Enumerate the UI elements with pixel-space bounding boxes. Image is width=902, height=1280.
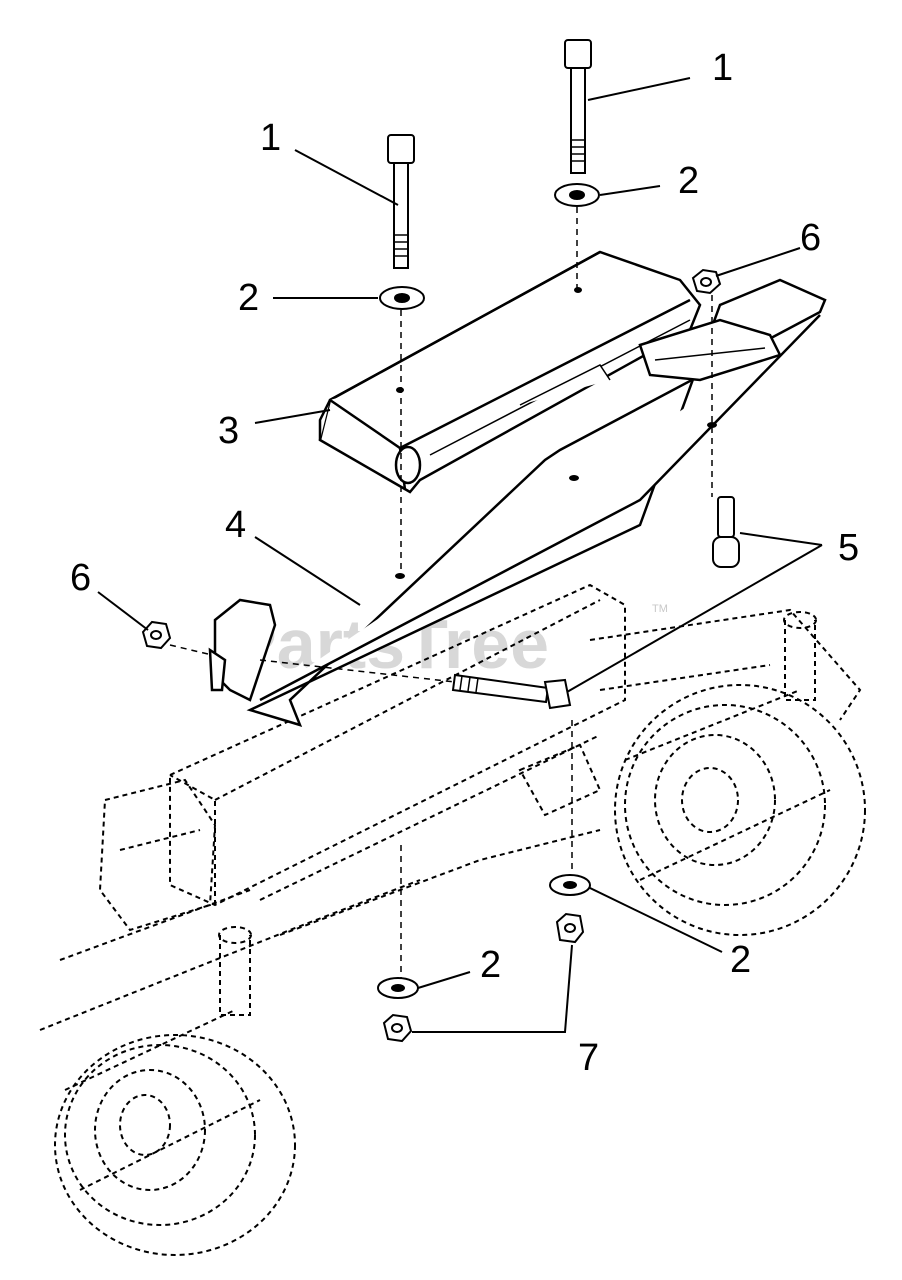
callout-5: 5 bbox=[838, 527, 859, 569]
assembly-lines bbox=[169, 207, 713, 978]
callout-2-top-right: 2 bbox=[678, 160, 699, 202]
washer-top-left bbox=[379, 286, 425, 310]
callout-6-left: 6 bbox=[70, 557, 91, 599]
nut-left bbox=[141, 620, 172, 650]
callout-2-top-left: 2 bbox=[238, 277, 259, 319]
washer-top-right bbox=[554, 183, 600, 207]
nut-bottom-left bbox=[382, 1013, 413, 1043]
callout-labels: 1 1 2 2 2 2 3 4 5 6 6 7 bbox=[70, 47, 859, 1079]
callout-1-right: 1 bbox=[712, 47, 733, 89]
callout-2-bottom-right: 2 bbox=[730, 939, 751, 981]
front-right-wheel bbox=[614, 684, 866, 936]
mounting-plate bbox=[246, 278, 827, 727]
watermark-trademark: TM bbox=[652, 603, 668, 615]
nut-bottom-right bbox=[555, 912, 585, 944]
callout-2-bottom-left: 2 bbox=[480, 944, 501, 986]
plate-bracket bbox=[208, 598, 277, 702]
pin-vertical bbox=[712, 496, 740, 568]
callout-7: 7 bbox=[578, 1037, 599, 1079]
bolt-right bbox=[564, 39, 592, 174]
front-left-wheel bbox=[54, 1009, 296, 1256]
nut-top-right bbox=[691, 268, 722, 295]
leader-lines bbox=[97, 77, 823, 1033]
bolt-left bbox=[387, 134, 415, 269]
washer-bottom-right bbox=[549, 874, 591, 896]
callout-4: 4 bbox=[225, 504, 246, 546]
callout-1-left: 1 bbox=[260, 117, 281, 159]
callout-6-right: 6 bbox=[800, 217, 821, 259]
pin-horizontal bbox=[451, 673, 572, 710]
washer-bottom-left bbox=[377, 977, 419, 999]
callout-3: 3 bbox=[218, 410, 239, 452]
